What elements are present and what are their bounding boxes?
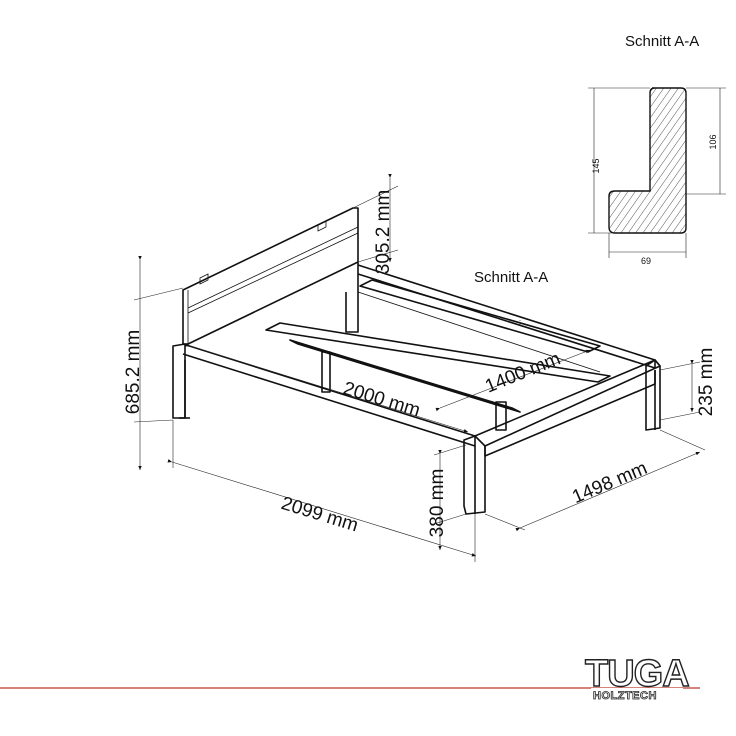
dim-69-label: 69 — [641, 256, 651, 266]
dim-inner-width: 1400 mm — [482, 348, 563, 397]
dim-leg-height: 380 mm — [427, 469, 448, 538]
slat-support-1 — [265, 322, 611, 383]
section-label-mid: Schnitt A-A — [474, 269, 548, 286]
headboard — [182, 207, 359, 345]
side-rail-near — [182, 343, 476, 447]
inner-width-line — [435, 349, 591, 412]
leg-head-left — [172, 343, 186, 419]
dim-overall-width: 1498 mm — [569, 458, 650, 508]
bed-frame — [172, 207, 661, 515]
slat-support-2 — [359, 279, 601, 353]
brand-logo: TUGA HOLZTECH — [584, 652, 691, 702]
side-rail-far — [357, 264, 656, 369]
outer-dimensions: 685.2 mm 305.2 mm 2099 mm 2000 mm 1400 m… — [123, 173, 717, 562]
leg-foot-right — [645, 359, 661, 431]
dim-total-height: 685.2 mm — [123, 330, 144, 414]
dim-frame-height: 235 mm — [696, 348, 717, 417]
profile-shape — [608, 87, 687, 234]
dim-106-label: 106 — [708, 134, 718, 149]
dim-145-label: 145 — [591, 158, 601, 173]
section-title-top: Schnitt A-A — [625, 33, 699, 50]
section-profile: 145 106 69 — [588, 87, 726, 266]
dim-headboard-height: 305.2 mm — [373, 190, 394, 274]
logo-sub: HOLZTECH — [593, 690, 657, 702]
dim-overall-length: 2099 mm — [279, 493, 361, 536]
inner-length-line — [185, 343, 469, 433]
dim-inner-length: 2000 mm — [341, 378, 423, 421]
